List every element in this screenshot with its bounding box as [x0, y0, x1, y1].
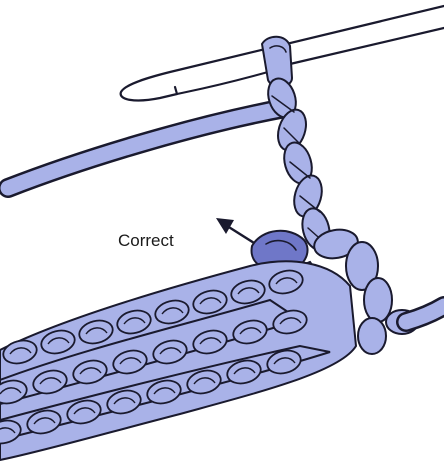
turning-chain [263, 75, 333, 253]
correct-label: Correct [118, 231, 174, 250]
hook-throat [177, 72, 268, 94]
working-yarn [8, 108, 285, 188]
hook-shaft-lower [290, 28, 444, 64]
